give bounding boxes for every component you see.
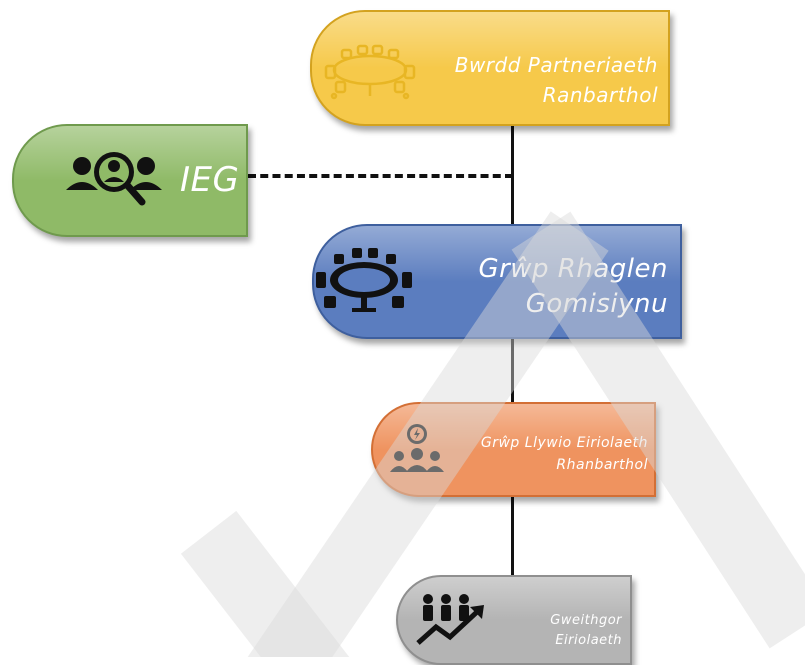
conference-table-icon xyxy=(316,246,412,322)
connector-blue-orange xyxy=(511,339,514,403)
node-label: Gweithgor Eiriolaeth xyxy=(550,613,622,648)
node-label: Grŵp Llywio Eiriolaeth Rhanbarthol xyxy=(480,435,648,473)
team-idea-icon xyxy=(387,422,447,482)
people-search-icon xyxy=(64,144,164,218)
conference-table-icon xyxy=(322,42,418,106)
node-ieg: IEG xyxy=(12,124,248,237)
connector-green-dashed xyxy=(248,174,513,178)
node-label: Bwrdd Partneriaeth Ranbarthol xyxy=(454,53,658,107)
connector-orange-gray xyxy=(511,497,514,576)
node-label: IEG xyxy=(180,160,240,200)
node-regional-partnership-board: Bwrdd Partneriaeth Ranbarthol xyxy=(310,10,670,126)
node-label: Grŵp Rhaglen Gomisiynu xyxy=(478,254,668,319)
node-commissioning-programme-group: Grŵp Rhaglen Gomisiynu xyxy=(312,224,682,339)
node-advocacy-working-group: Gweithgor Eiriolaeth xyxy=(396,575,632,665)
node-regional-advocacy-steering-group: Grŵp Llywio Eiriolaeth Rhanbarthol xyxy=(371,402,656,497)
team-growth-icon xyxy=(416,591,488,651)
